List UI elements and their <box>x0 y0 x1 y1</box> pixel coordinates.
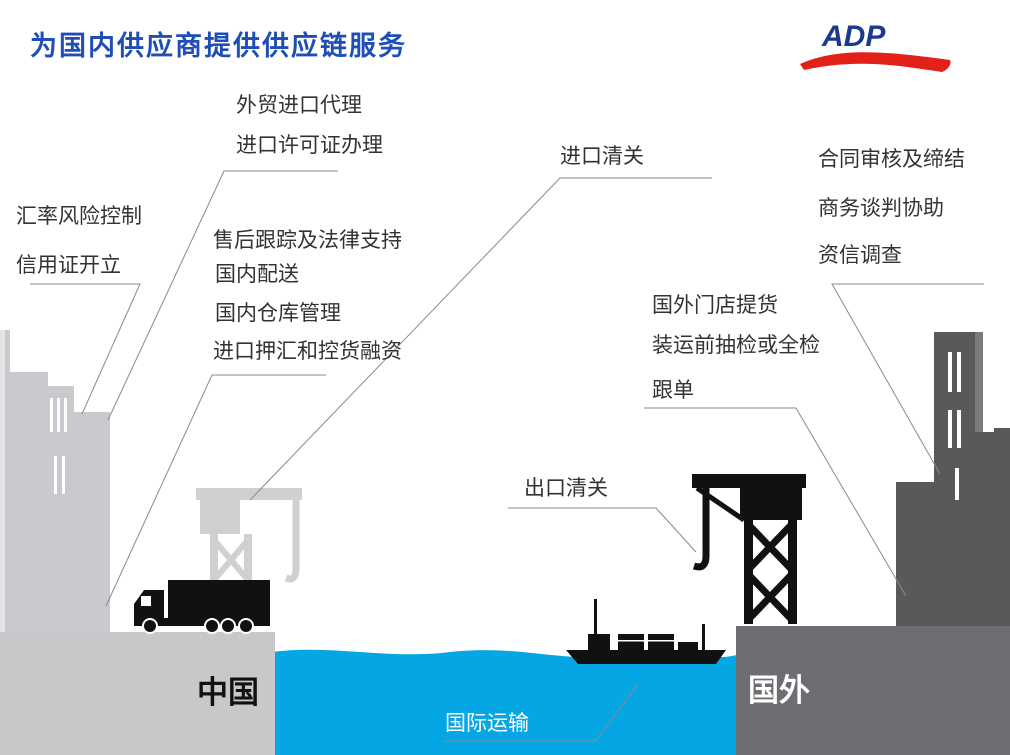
leader-financing <box>105 374 326 607</box>
leader-trade-agent <box>107 170 338 421</box>
label-letter-of-credit: 信用证开立 <box>16 253 121 277</box>
cargo-ship-icon <box>566 599 726 664</box>
domestic-window <box>57 398 60 432</box>
page-title: 为国内供应商提供供应链服务 <box>30 31 407 62</box>
label-import-clearance: 进口清关 <box>560 144 644 168</box>
logo-text: ADP <box>821 20 886 53</box>
region-foreign: 国外 <box>748 673 810 709</box>
foreign-building-tall <box>896 332 1010 628</box>
label-domestic-delivery: 国内配送 <box>215 262 299 286</box>
domestic-window <box>64 398 67 432</box>
leader-export-clearance <box>508 507 697 553</box>
leader-fx-lc <box>30 283 141 415</box>
leader-contract <box>831 283 984 475</box>
region-domestic: 中国 <box>197 675 259 711</box>
label-domestic-warehouse: 国内仓库管理 <box>215 301 341 325</box>
domestic-building-edge <box>0 330 5 632</box>
adp-logo: ADP <box>800 20 951 72</box>
label-inspection: 装运前抽检或全检 <box>652 333 820 357</box>
foreign-window <box>948 352 952 392</box>
label-export-clearance: 出口清关 <box>524 476 608 500</box>
leader-shipping <box>444 683 639 742</box>
logo-swoosh <box>800 52 951 72</box>
label-import-financing: 进口押汇和控货融资 <box>213 339 402 363</box>
domestic-ground <box>0 632 275 755</box>
truck-icon <box>134 580 270 634</box>
foreign-window <box>957 352 961 392</box>
domestic-window <box>50 398 53 432</box>
foreign-ground <box>736 626 1010 755</box>
foreign-window <box>955 468 959 500</box>
label-foreign-trade-agent: 外贸进口代理 <box>236 93 362 117</box>
label-fx-risk: 汇率风险控制 <box>16 204 142 228</box>
leader-lines <box>30 170 984 742</box>
domestic-window <box>62 456 65 494</box>
ocean-water <box>272 649 740 755</box>
label-negotiation: 商务谈判协助 <box>818 196 944 220</box>
foreign-crane <box>692 474 806 624</box>
label-international-shipping: 国际运输 <box>445 711 529 735</box>
foreign-window <box>948 410 952 448</box>
foreign-buildings <box>896 332 1010 628</box>
leader-follow-up <box>644 407 907 597</box>
label-contract-review: 合同审核及缔结 <box>818 147 965 171</box>
domestic-buildings <box>0 330 110 632</box>
label-overseas-pickup: 国外门店提货 <box>652 293 778 317</box>
foreign-building-side <box>975 332 983 432</box>
domestic-window <box>54 456 57 494</box>
label-after-sales: 售后跟踪及法律支持 <box>213 228 402 252</box>
label-import-license: 进口许可证办理 <box>236 133 383 157</box>
label-credit-check: 资信调查 <box>818 243 902 267</box>
leader-import-clearance <box>249 177 712 501</box>
label-follow-up: 跟单 <box>652 378 694 402</box>
foreign-window <box>957 410 961 448</box>
